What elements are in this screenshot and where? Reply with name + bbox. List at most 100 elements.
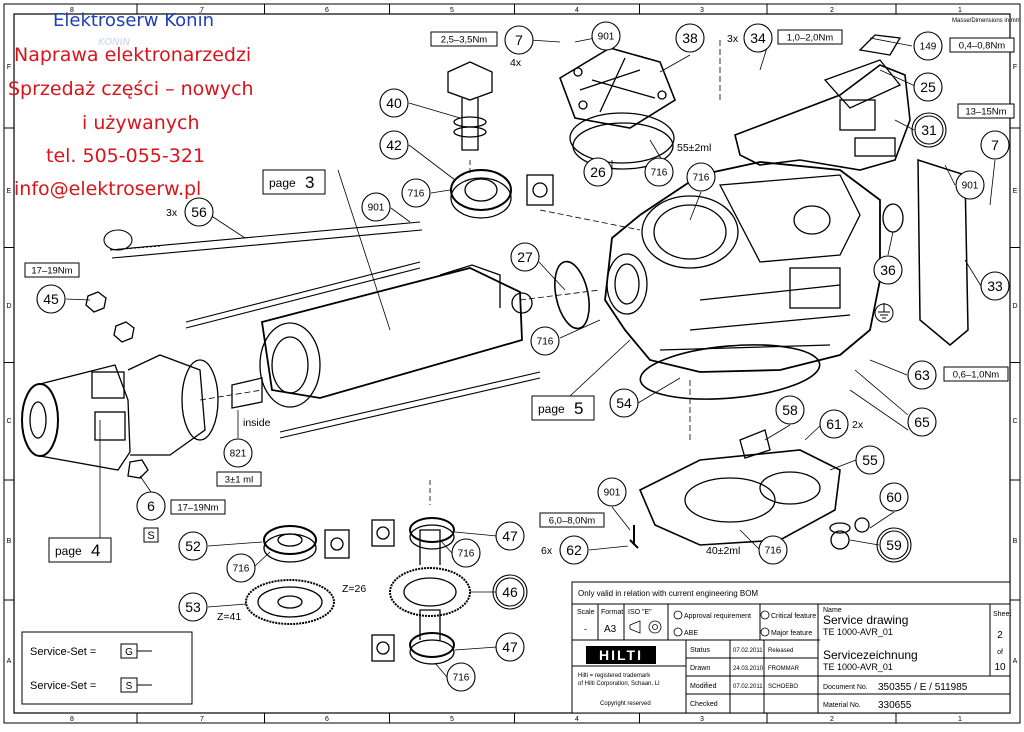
tb-model-en: TE 1000-AVR_01 [823,627,893,637]
frame-row-letter-right: F [1013,64,1017,71]
frame-column-number: 3 [700,7,704,14]
callout-number: 61 [826,416,842,432]
callout-number: 54 [616,395,632,411]
torque-spec-text: 6,0–8,0Nm [549,516,596,527]
callout-number: 52 [185,538,201,554]
callout-number: 47 [502,528,518,544]
callout-number: 60 [886,489,902,505]
nut-45 [85,291,107,313]
nut-45b [113,321,135,343]
callout-901: 901 [361,192,391,222]
service-set-S: Service-Set =S [30,677,152,693]
callout-number: 31 [921,122,937,138]
tb-row-value: SCHOEBO [768,684,798,690]
callout-58: 58 [775,395,805,425]
frame-column-number: 8 [70,7,74,14]
torque-spec-text: 17–19Nm [31,266,72,277]
tb-trademark-1: Hilti = registered trademark [578,673,651,679]
torque-spec-box: 3±1 ml [216,471,262,487]
callout-34: 34 [743,23,773,53]
tb-row-value: Released [768,648,793,654]
callout-number: 716 [537,337,554,348]
callout-number: 901 [962,181,979,192]
frame-row-letter-right: C [1012,418,1017,425]
frame-column-number-bottom: 4 [575,716,579,723]
callout-number: 38 [682,30,698,46]
service-set-label: Service-Set = [30,646,96,658]
callout-821: 821 [223,438,253,468]
callout-53: 53 [178,592,208,622]
tb-scale-header: Scale [577,609,595,616]
tb-trademark-2: of Hilti Corporation, Schaan, LI [578,681,660,687]
service-set-box [21,631,193,705]
overlay-phone[interactable]: tel. 505-055-321 [46,145,206,167]
callout-716: 716 [226,553,256,583]
frame-column-number-bottom: 7 [200,716,204,723]
bearing-47-lower [371,632,455,665]
callout-716: 716 [451,538,481,568]
callout-36: 36 [873,255,903,285]
tb-row-date: 24.03.2010 [733,666,764,672]
callout-number: 716 [233,564,250,575]
dimensions-note: Masse/Dimensions in mm [952,18,1021,24]
callout-26: 26 [583,157,613,187]
abe-radio-icon [673,627,683,637]
callout-62: 62 [559,535,589,565]
frame-column-number-bottom: 2 [830,716,834,723]
callout-38: 38 [675,23,705,53]
tb-sheet: 2 [997,630,1003,641]
top-cover-part [559,47,676,164]
callout-number: 716 [765,546,782,557]
frame-column-number: 2 [830,7,834,14]
service-set-G: Service-Set =G [30,643,152,659]
annotation-label: 3x [727,33,739,45]
callout-52: 52 [178,531,208,561]
drawing-frame [3,3,1021,724]
frame-row-letter: B [7,538,12,545]
torque-spec-text: 1,0–2,0Nm [787,33,834,44]
overlay-company: Elektroserw Konin [53,10,214,31]
torque-spec-box: 0,6–1,0Nm [943,366,1009,382]
electronics-module-part [734,34,911,171]
callout-number: 7 [991,137,999,153]
shaft-part [447,61,493,151]
callout-number: 65 [914,414,930,430]
page-reference-number: 3 [305,173,314,192]
approval-radio-icon [673,610,683,620]
tb-row-date: 07.02.2011 [733,648,763,654]
frame-row-letter-right: A [1013,658,1018,665]
torque-spec-box: 17–19Nm [24,262,80,278]
tb-critical: Critical feature [771,613,816,620]
callout-54: 54 [609,388,639,418]
service-set-code: S [126,681,133,692]
tb-note: Only valid in relation with current engi… [578,589,758,598]
annotation-label: 55±2ml [677,142,711,154]
callout-63: 63 [907,360,937,390]
annotation-label: 40±2ml [706,545,740,557]
gear-53 [245,579,335,625]
torque-spec-box: 0,4–0,8Nm [949,37,1015,53]
callout-60: 60 [879,482,909,512]
callout-number: 63 [914,367,930,383]
callout-59: 59 [876,527,912,563]
o-ring-26 [572,122,674,170]
annotation-label: 2x [852,419,864,431]
callout-47: 47 [495,521,525,551]
callout-47: 47 [495,632,525,662]
overlay-email-link[interactable]: info@elektroserw.pl [14,178,202,200]
callout-6: 6 [136,491,166,521]
tb-name-de: Servicezeichnung [823,648,918,662]
torque-spec-text: 0,6–1,0Nm [953,370,1000,381]
overlay-watermark: KONIN [98,37,131,48]
frame-row-letter: E [7,188,12,195]
overlay-line-2: Sprzedaż części – nowych [8,78,254,100]
tb-doc: 350355 / E / 511985 [878,682,968,693]
screws-56 [103,221,541,439]
